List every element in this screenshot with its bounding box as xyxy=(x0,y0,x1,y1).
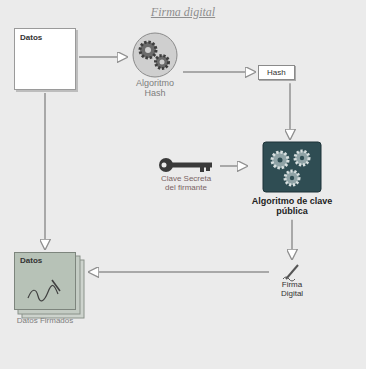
key-shaft xyxy=(172,163,212,168)
gear-hub xyxy=(278,158,283,163)
hash-gear-icon xyxy=(133,33,177,77)
key-icon xyxy=(159,158,212,172)
node-label: Algoritmo de clave pública xyxy=(250,196,334,217)
hash-box: Hash xyxy=(258,65,295,80)
hash-algorithm: Algoritmo Hash xyxy=(130,32,180,99)
node-label: Clave Secreta del firmante xyxy=(155,174,217,192)
flow-arrow xyxy=(79,56,127,58)
node-label: Algoritmo Hash xyxy=(130,78,180,99)
flow-arrow xyxy=(220,165,247,167)
sheet xyxy=(14,252,76,310)
public-key-algorithm-icon xyxy=(263,142,321,192)
private-key: Clave Secreta del firmante xyxy=(155,152,217,192)
node-text: Datos xyxy=(20,256,70,265)
flow-arrow xyxy=(183,71,255,73)
gear-disc xyxy=(133,33,177,77)
gear xyxy=(295,151,309,165)
document-box: Datos xyxy=(14,28,76,90)
gear xyxy=(285,171,299,185)
node-label: Datos Firmados xyxy=(14,316,76,325)
flow-arrow xyxy=(44,93,46,249)
pen xyxy=(52,280,60,291)
node-text: Datos xyxy=(20,33,70,42)
gear-hub xyxy=(290,176,294,180)
node-label: Firma Digital xyxy=(272,280,312,298)
signed-document-sheets xyxy=(14,252,84,318)
key-tooth xyxy=(206,167,210,171)
flow-arrow xyxy=(291,220,293,259)
gear xyxy=(140,42,156,58)
gear-hub xyxy=(300,156,304,160)
gear xyxy=(156,56,169,69)
digital-signature: Firma Digital xyxy=(272,262,312,298)
flow-arrow xyxy=(289,83,291,139)
key-hole xyxy=(162,163,167,168)
node-text: Hash xyxy=(267,68,286,77)
public-key-algorithm: Algoritmo de clave pública xyxy=(250,142,334,217)
flow-arrow xyxy=(89,271,269,273)
gear xyxy=(272,152,288,168)
key-tooth xyxy=(200,167,204,172)
icon-panel xyxy=(263,142,321,192)
gear-hub xyxy=(160,60,165,65)
signature-icon xyxy=(283,265,298,281)
signature-scribble xyxy=(28,285,58,301)
document-face: Datos xyxy=(14,252,76,310)
signed-document: DatosDatos Firmados xyxy=(14,252,86,325)
key-head xyxy=(159,158,173,172)
pen xyxy=(286,265,298,279)
gear-hub xyxy=(145,47,151,53)
diagram-title: Firma digital xyxy=(0,5,366,20)
